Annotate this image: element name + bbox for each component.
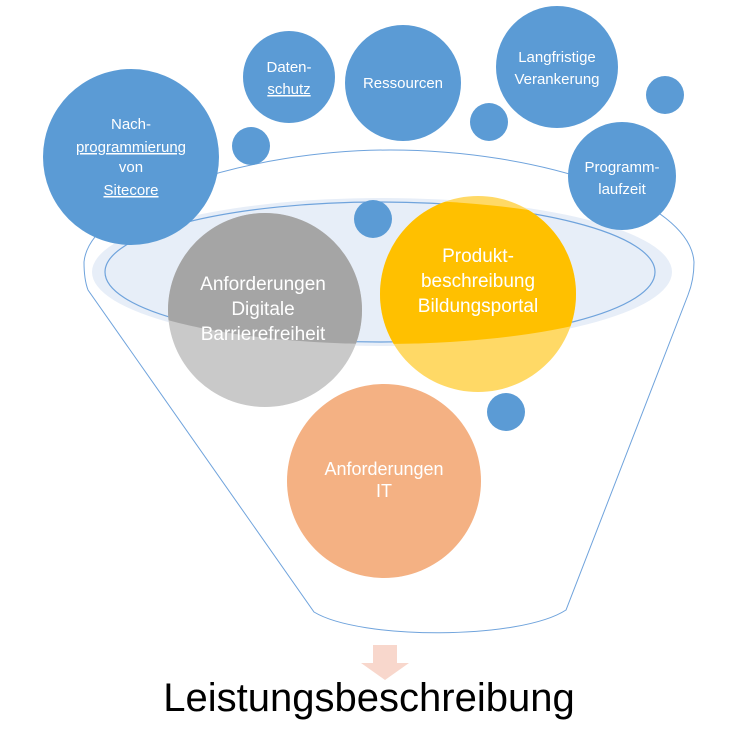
svg-text:Ressourcen: Ressourcen [363,75,443,92]
small-bubble [646,76,684,114]
small-bubble [470,103,508,141]
bubble-programmlaufzeit: Programm-laufzeit [568,122,676,230]
down-arrow-icon [361,645,409,680]
svg-text:Programm-laufzeit: Programm-laufzeit [584,159,659,198]
bubble-datenschutz: Daten-schutz [243,31,335,123]
small-bubble [232,127,270,165]
small-bubble [487,393,525,431]
bubble-ressourcen: Ressourcen [345,25,461,141]
small-bubble [354,200,392,238]
svg-text:Daten-schutz: Daten-schutz [266,59,311,98]
result-label: Leistungsbeschreibung [163,676,575,720]
funnel-outline [83,149,695,634]
